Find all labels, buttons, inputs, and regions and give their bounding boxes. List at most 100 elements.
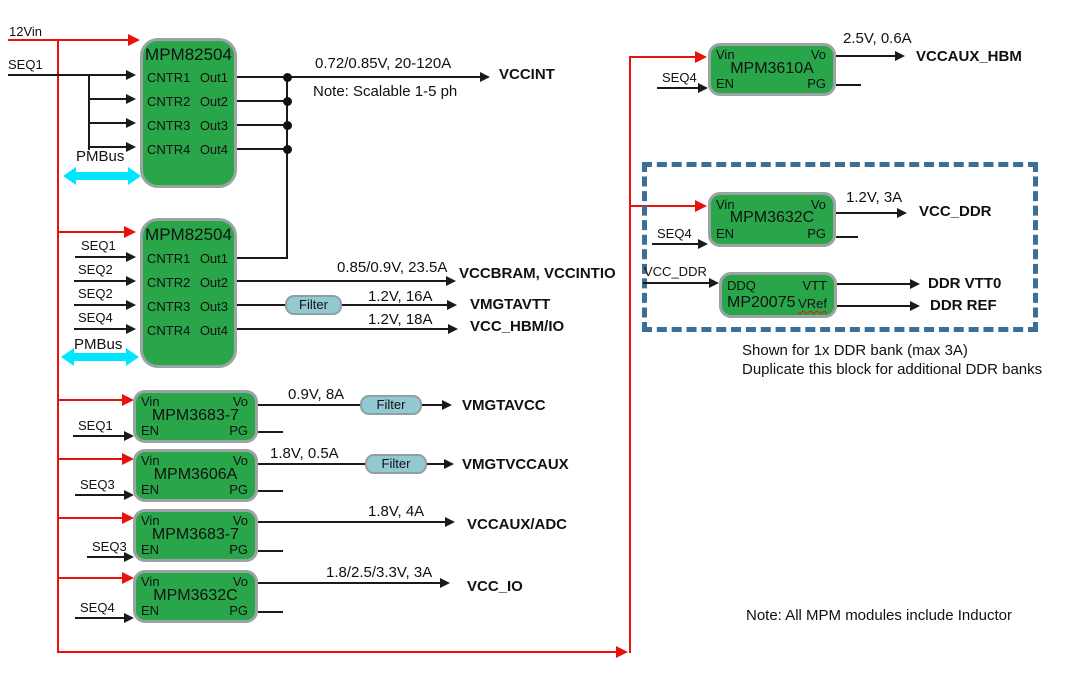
- module-block-mp20075: DDQ VTT VRef MP20075: [719, 272, 837, 318]
- red-bus-bottom: [57, 651, 616, 653]
- wire-out1-join: [237, 257, 288, 259]
- wire: [837, 305, 910, 307]
- port-label: PG: [807, 76, 826, 91]
- value-label: 0.85/0.9V, 23.5A: [337, 259, 448, 276]
- red-wire-12vin: [8, 39, 130, 41]
- arrowhead: [126, 118, 136, 128]
- port-label: CNTR2: [147, 94, 191, 109]
- seq-label: SEQ1: [8, 57, 43, 72]
- red-arrowhead: [122, 394, 134, 406]
- filter-pill: Filter: [360, 395, 422, 415]
- arrowhead: [897, 208, 907, 218]
- arrowhead: [124, 613, 134, 623]
- port-label: Out1: [199, 70, 228, 85]
- wire-pg-stub: [258, 490, 283, 492]
- arrowhead: [448, 324, 458, 334]
- port-label: PG: [229, 603, 248, 618]
- junction-dot: [283, 73, 292, 82]
- vcc-ddr-input-label: VCC_DDR: [644, 264, 707, 279]
- red-arrowhead: [122, 453, 134, 465]
- wire: [258, 404, 360, 406]
- port-label: Vin: [716, 197, 735, 212]
- ddr-note-line1: Shown for 1x DDR bank (max 3A): [742, 342, 968, 359]
- port-label: CNTR1: [147, 251, 191, 266]
- port-label: DDQ: [727, 278, 756, 293]
- filter-pill: Filter: [365, 454, 427, 474]
- value-label: 1.2V, 16A: [368, 288, 433, 305]
- junction-dot: [283, 145, 292, 154]
- value-label: 1.8V, 4A: [368, 503, 425, 520]
- wire: [258, 582, 440, 584]
- red-feed-b6: [57, 577, 122, 579]
- port-label: Vo: [232, 513, 248, 528]
- wire: [657, 87, 699, 89]
- module-block-mpm3683-1: Vin Vo MPM3683-7 EN PG: [133, 390, 258, 443]
- port-label: Vin: [716, 47, 735, 62]
- arrowhead: [126, 324, 136, 334]
- port-label: Vin: [141, 513, 160, 528]
- seq-label: SEQ3: [80, 477, 115, 492]
- value-label: 1.2V, 3A: [846, 189, 903, 206]
- wire-pg-stub: [836, 236, 858, 238]
- rail-label-ddr-vtt0: DDR VTT0: [928, 275, 1002, 292]
- port-label: Out4: [199, 323, 228, 338]
- note-scalable: Note: Scalable 1-5 ph: [313, 83, 458, 100]
- red-arrowhead: [124, 226, 136, 238]
- arrowhead: [447, 300, 457, 310]
- red-feed-b5: [57, 517, 122, 519]
- wire-vccint: [237, 76, 480, 78]
- pmbus-arrow: [63, 167, 141, 185]
- red-feed-pmic2: [57, 231, 124, 233]
- port-label: CNTR3: [147, 299, 191, 314]
- port-label: Out3: [199, 118, 228, 133]
- rail-label-vccbram: VCCBRAM, VCCINTIO: [459, 265, 616, 282]
- arrowhead: [709, 278, 719, 288]
- value-label: 0.9V, 8A: [288, 386, 345, 403]
- port-label: Vin: [141, 394, 160, 409]
- wire: [87, 556, 124, 558]
- port-label: VTT: [802, 278, 827, 293]
- wire-phase-join: [286, 76, 288, 259]
- port-label: EN: [141, 603, 160, 618]
- red-arrowhead: [695, 200, 707, 212]
- wire: [8, 74, 126, 76]
- arrowhead: [445, 517, 455, 527]
- module-title: MP20075: [727, 294, 796, 311]
- rail-label-vccint: VCCINT: [499, 66, 555, 83]
- filter-label: Filter: [376, 397, 406, 412]
- wire: [88, 74, 90, 150]
- wire: [88, 122, 126, 124]
- filter-label: Filter: [381, 456, 411, 471]
- arrowhead: [126, 70, 136, 80]
- red-arrowhead: [695, 51, 707, 63]
- red-arrowhead: [122, 512, 134, 524]
- module-title: MPM3606A: [153, 466, 238, 483]
- value-label: 2.5V, 0.6A: [843, 30, 912, 47]
- module-title: MPM3632C: [729, 209, 815, 226]
- seq-label: SEQ1: [81, 238, 116, 253]
- arrowhead: [124, 552, 134, 562]
- red-arrowhead: [616, 646, 628, 658]
- module-block-mpm3610a: Vin Vo MPM3610A EN PG: [708, 43, 836, 96]
- arrowhead: [446, 276, 456, 286]
- value-label: 1.2V, 18A: [368, 311, 433, 328]
- input-12v-label: 12Vin: [9, 24, 43, 39]
- red-bus-left-vertical: [57, 39, 59, 653]
- wire: [836, 55, 895, 57]
- port-label: EN: [716, 76, 735, 91]
- wire: [74, 280, 126, 282]
- arrowhead: [910, 301, 920, 311]
- wire: [88, 98, 126, 100]
- arrowhead: [442, 400, 452, 410]
- seq-label: SEQ4: [78, 310, 113, 325]
- junction-dot: [283, 121, 292, 130]
- module-block-mpm3606a: Vin Vo MPM3606A EN PG: [133, 449, 258, 502]
- module-title: MPM3610A: [730, 60, 814, 77]
- module-title: MPM82504: [145, 225, 232, 244]
- seq-label: SEQ2: [78, 286, 113, 301]
- port-label: Vo: [810, 47, 826, 62]
- arrowhead: [910, 279, 920, 289]
- value-label: 1.8V, 0.5A: [270, 445, 339, 462]
- port-label-vref: VRef: [798, 296, 827, 311]
- arrowhead: [126, 94, 136, 104]
